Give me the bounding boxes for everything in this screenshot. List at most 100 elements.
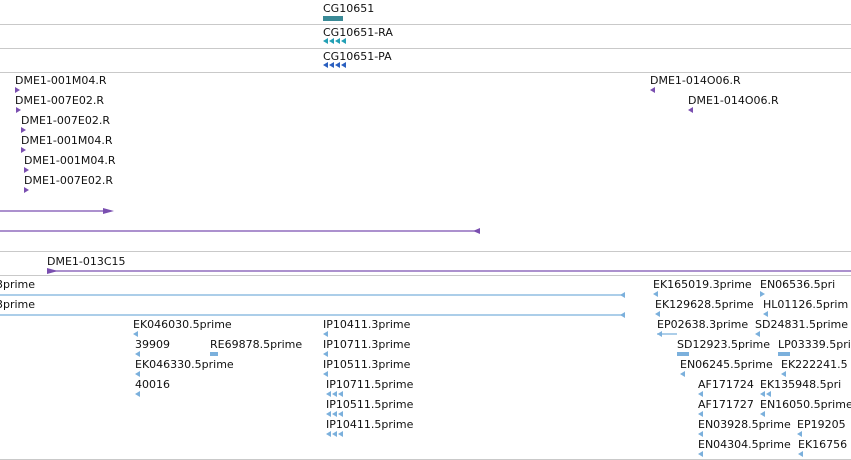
est-glyph[interactable] bbox=[133, 331, 138, 337]
est-label[interactable]: EP19205 bbox=[797, 418, 846, 431]
cdna-label[interactable]: DME1-014O06.R bbox=[650, 74, 741, 87]
est-glyph[interactable] bbox=[760, 411, 765, 417]
est-label[interactable]: IP10511.3prime bbox=[323, 358, 411, 371]
est-label[interactable]: EP02638.3prime bbox=[657, 318, 749, 331]
est-glyph[interactable] bbox=[338, 391, 343, 397]
est-glyph[interactable] bbox=[210, 352, 218, 356]
est-label[interactable]: EN04304.5prime bbox=[698, 438, 791, 451]
est-glyph[interactable] bbox=[797, 431, 802, 437]
est-label[interactable]: AF171727 bbox=[698, 398, 754, 411]
est-glyph[interactable] bbox=[326, 411, 331, 417]
est-label[interactable]: 3prime bbox=[0, 278, 36, 291]
est-glyph[interactable] bbox=[332, 411, 337, 417]
transcript-ra-glyph[interactable] bbox=[335, 38, 340, 44]
est-label[interactable]: EK129628.5prime bbox=[655, 298, 754, 311]
est-label[interactable]: IP10711.3prime bbox=[323, 338, 411, 351]
est-label[interactable]: 40016 bbox=[135, 378, 170, 391]
est-glyph[interactable] bbox=[135, 391, 140, 397]
est-glyph[interactable] bbox=[338, 411, 343, 417]
cdna-label[interactable]: DME1-007E02.R bbox=[21, 114, 110, 127]
cdna-glyph[interactable] bbox=[24, 187, 29, 193]
cdna-label[interactable]: DME1-014O06.R bbox=[688, 94, 779, 107]
est-label[interactable]: AF171724 bbox=[698, 378, 754, 391]
gene-label[interactable]: CG10651 bbox=[323, 2, 375, 15]
cdna-glyph[interactable] bbox=[21, 127, 26, 133]
est-glyph[interactable] bbox=[766, 391, 771, 397]
est-label[interactable]: 39909 bbox=[135, 338, 170, 351]
est-glyph[interactable] bbox=[323, 351, 328, 357]
est-glyph[interactable] bbox=[755, 331, 760, 337]
est-label[interactable]: EN16050.5prime bbox=[760, 398, 851, 411]
transcript-pa-glyph[interactable] bbox=[329, 62, 334, 68]
transcript-ra-glyph[interactable] bbox=[341, 38, 346, 44]
cdna-label[interactable]: DME1-001M04.R bbox=[15, 74, 107, 87]
est-glyph[interactable] bbox=[326, 431, 331, 437]
cdna-label[interactable]: DME1-007E02.R bbox=[15, 94, 104, 107]
cdna-span-arrow[interactable] bbox=[473, 228, 480, 234]
est-label[interactable]: IP10511.5prime bbox=[326, 398, 414, 411]
transcript-pa-glyph[interactable] bbox=[341, 62, 346, 68]
cdna-glyph[interactable] bbox=[24, 167, 29, 173]
est-glyph[interactable] bbox=[798, 451, 803, 457]
est-glyph[interactable] bbox=[698, 411, 703, 417]
cdna-glyph[interactable] bbox=[21, 147, 26, 153]
est-span-arrow[interactable] bbox=[620, 312, 625, 318]
transcript-pa-glyph[interactable] bbox=[335, 62, 340, 68]
cdna-label[interactable]: DME1-001M04.R bbox=[21, 134, 113, 147]
est-glyph[interactable] bbox=[760, 291, 765, 297]
est-label[interactable]: 3prime bbox=[0, 298, 36, 311]
est-label[interactable]: EK135948.5pri bbox=[760, 378, 842, 391]
cdna-label[interactable]: DME1-001M04.R bbox=[24, 154, 116, 167]
est-glyph[interactable] bbox=[680, 371, 685, 377]
cdna-glyph[interactable] bbox=[688, 107, 693, 113]
est-glyph[interactable] bbox=[781, 371, 786, 377]
est-label[interactable]: HL01126.5prim bbox=[763, 298, 849, 311]
cdna-label[interactable]: DME1-013C15 bbox=[47, 255, 126, 268]
transcript-pa-label[interactable]: CG10651-PA bbox=[323, 50, 392, 63]
transcript-ra-label[interactable]: CG10651-RA bbox=[323, 26, 393, 39]
cdna-label[interactable]: DME1-007E02.R bbox=[24, 174, 113, 187]
est-glyph[interactable] bbox=[653, 291, 658, 297]
est-label[interactable]: EN06245.5prime bbox=[680, 358, 773, 371]
est-glyph[interactable] bbox=[135, 351, 140, 357]
cdna-span-arrow[interactable] bbox=[103, 208, 114, 214]
est-label[interactable]: RE69878.5prime bbox=[210, 338, 303, 351]
est-span-arrow[interactable] bbox=[620, 292, 625, 298]
cdna-span-arrow[interactable] bbox=[47, 268, 58, 274]
est-glyph[interactable] bbox=[763, 311, 768, 317]
est-glyph[interactable] bbox=[323, 371, 328, 377]
est-label[interactable]: EK16756 bbox=[798, 438, 848, 451]
est-glyph[interactable] bbox=[332, 431, 337, 437]
est-label[interactable]: EK222241.5 bbox=[781, 358, 848, 371]
transcript-ra-glyph[interactable] bbox=[323, 38, 328, 44]
est-label[interactable]: SD24831.5prime bbox=[755, 318, 848, 331]
est-glyph[interactable] bbox=[338, 431, 343, 437]
est-glyph[interactable] bbox=[698, 391, 703, 397]
est-glyph[interactable] bbox=[135, 371, 140, 377]
transcript-pa-glyph[interactable] bbox=[323, 62, 328, 68]
cdna-glyph[interactable] bbox=[15, 87, 20, 93]
est-glyph[interactable] bbox=[760, 391, 765, 397]
est-label[interactable]: EK046330.5prime bbox=[135, 358, 234, 371]
transcript-ra-glyph[interactable] bbox=[329, 38, 334, 44]
est-glyph[interactable] bbox=[323, 331, 328, 337]
est-label[interactable]: SD12923.5prime bbox=[677, 338, 770, 351]
est-glyph[interactable] bbox=[657, 331, 662, 337]
est-label[interactable]: IP10411.5prime bbox=[326, 418, 414, 431]
est-glyph[interactable] bbox=[698, 451, 703, 457]
est-label[interactable]: IP10711.5prime bbox=[326, 378, 414, 391]
cdna-glyph[interactable] bbox=[16, 107, 21, 113]
est-glyph[interactable] bbox=[698, 431, 703, 437]
est-glyph[interactable] bbox=[332, 391, 337, 397]
est-label[interactable]: EN06536.5pri bbox=[760, 278, 836, 291]
est-glyph[interactable] bbox=[655, 311, 660, 317]
est-label[interactable]: EN03928.5prime bbox=[698, 418, 791, 431]
est-label[interactable]: IP10411.3prime bbox=[323, 318, 411, 331]
est-label[interactable]: EK046030.5prime bbox=[133, 318, 232, 331]
est-glyph[interactable] bbox=[677, 352, 689, 356]
est-glyph[interactable] bbox=[778, 352, 790, 356]
gene-glyph[interactable] bbox=[323, 16, 343, 21]
est-label[interactable]: LP03339.5pri bbox=[778, 338, 851, 351]
est-glyph[interactable] bbox=[326, 391, 331, 397]
est-label[interactable]: EK165019.3prime bbox=[653, 278, 752, 291]
